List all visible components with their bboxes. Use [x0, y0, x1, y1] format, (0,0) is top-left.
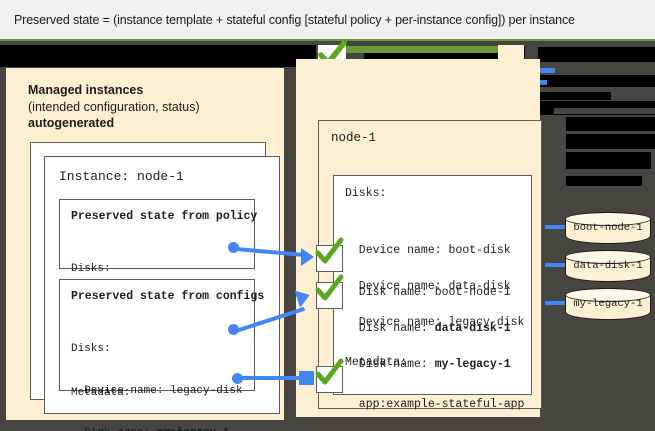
managed-instances-panel: Managed instances (intended configuratio…: [6, 68, 284, 431]
redaction-bar-top-far-right: [538, 47, 655, 62]
node-card-title: node-1: [331, 131, 377, 145]
connector-dot-legacy-disk: [228, 324, 239, 335]
disk-stub-boot: [545, 225, 573, 229]
legacy-disk-name-value: my-legacy-1: [434, 358, 511, 371]
check-icon-legacy-disk: [315, 274, 344, 301]
configs-metadata-label: Metadata:: [71, 387, 131, 399]
node-entry-legacy: Device name: legacy-disk Disk name: my-l…: [345, 288, 525, 400]
preserved-state-policy-box: Preserved state from policy Disks: Devic…: [59, 199, 258, 359]
disk-top-data: [564, 249, 651, 264]
boot-disk-name-row: Disk name: boot-node-1: [345, 286, 511, 300]
data-device-name: Device name: data-disk: [345, 280, 511, 293]
preserved-state-configs-body: Disks: Device name: legacy-disk Disk nam…: [71, 314, 243, 431]
legacy-disk-name-prefix: Disk name:: [345, 358, 435, 371]
check-badge-data-disk: [315, 237, 344, 272]
redaction-bar-right-c: [566, 152, 651, 169]
check-badge-legacy-disk: [315, 274, 344, 309]
instance-card-front: Instance: node-1 Preserved state from po…: [44, 156, 280, 431]
green-rule: [0, 39, 655, 41]
redaction-bar-top-left: [0, 45, 316, 67]
node-metadata-label: Metadata:: [345, 356, 408, 369]
configs-metadata-block: Metadata: node-id:xyz27356: [71, 358, 190, 431]
disk-top-legacy: [564, 287, 651, 302]
policy-disks-label: Disks:: [71, 263, 111, 275]
caption-text: Preserved state = (instance template + s…: [14, 12, 575, 27]
preserved-state-policy-heading: Preserved state from policy: [71, 210, 258, 223]
connector-square-node-id: [299, 371, 314, 385]
data-disk-name-value: data-disk-1: [434, 322, 511, 335]
connector-dot-data-disk: [228, 242, 239, 253]
data-disk-name-prefix: Disk name:: [345, 322, 435, 335]
caption-bar: Preserved state = (instance template + s…: [0, 0, 655, 39]
managed-instances-title-line1: Managed instances: [28, 83, 144, 97]
configs-disk-name-row: Disk name: my-legacy-1: [71, 426, 243, 431]
node-metadata-app: app:example-stateful-app: [345, 398, 525, 411]
configs-metadata-value-text: node-id:xyz27356: [84, 429, 190, 431]
node-disks-label: Disks:: [345, 187, 387, 200]
disk-label-data: data-disk-1: [573, 260, 643, 272]
redaction-bar-right-d: [566, 176, 642, 186]
managed-instances-title: Managed instances (intended configuratio…: [28, 82, 268, 132]
boot-device-name: Device name: boot-disk: [345, 244, 511, 257]
redaction-soft-strip: [554, 108, 655, 114]
disk-stub-data: [545, 263, 573, 267]
redaction-bar-right-b: [566, 134, 655, 149]
legacy-disk-name-row: Disk name: my-legacy-1: [345, 358, 524, 372]
node-entry-boot: Device name: boot-disk Disk name: boot-n…: [345, 216, 511, 328]
check-icon-node-id: [315, 358, 344, 385]
boot-disk-name-prefix: Disk name:: [345, 286, 435, 299]
instance-label: Instance: node-1: [59, 169, 184, 184]
redaction-bar-right-a: [566, 117, 655, 131]
configs-disks-label: Disks:: [71, 343, 111, 355]
managed-instances-title-line2: (intended configuration, status): [28, 99, 200, 114]
check-icon-data-disk: [315, 237, 344, 264]
disk-cylinder-legacy: my-legacy-1: [564, 287, 651, 320]
disk-cylinder-boot: boot-node-1: [564, 211, 651, 244]
preserved-state-configs-heading: Preserved state from configs: [71, 290, 265, 303]
data-disk-name-row: Disk name: data-disk-1: [345, 322, 511, 336]
configs-device-name: Device name: legacy-disk: [71, 385, 243, 397]
boot-disk-name-value: boot-node-1: [434, 286, 511, 299]
managed-instances-title-line3: autogenerated: [28, 116, 115, 130]
check-badge-node-id: [315, 358, 344, 393]
disk-stub-legacy: [545, 301, 573, 305]
configs-disk-name-value: my-legacy-1: [157, 427, 230, 431]
preserved-state-configs-box: Preserved state from configs Disks: Devi…: [59, 279, 264, 431]
node-disks-box: Disks: Device name: boot-disk Disk name:…: [333, 175, 532, 411]
node-entry-data: Device name: data-disk Disk name: data-d…: [345, 252, 511, 364]
disk-cylinder-data: data-disk-1: [564, 249, 651, 282]
green-highlight-bar: [338, 46, 501, 53]
disk-label-legacy: my-legacy-1: [573, 298, 643, 310]
node-metadata-block: Metadata: app:example-stateful-app versi…: [345, 328, 524, 431]
connector-dot-node-id: [232, 373, 243, 384]
connector-arrow-data-disk: [301, 248, 314, 266]
disk-top-boot: [564, 211, 651, 226]
connector-line-node-id: [240, 376, 304, 380]
configs-disk-name-prefix: Disk name:: [71, 427, 157, 431]
disk-label-boot: boot-node-1: [573, 222, 643, 234]
configs-metadata-value: node-id:xyz27356: [71, 428, 190, 431]
legacy-device-name: Device name: legacy-disk: [345, 316, 525, 329]
